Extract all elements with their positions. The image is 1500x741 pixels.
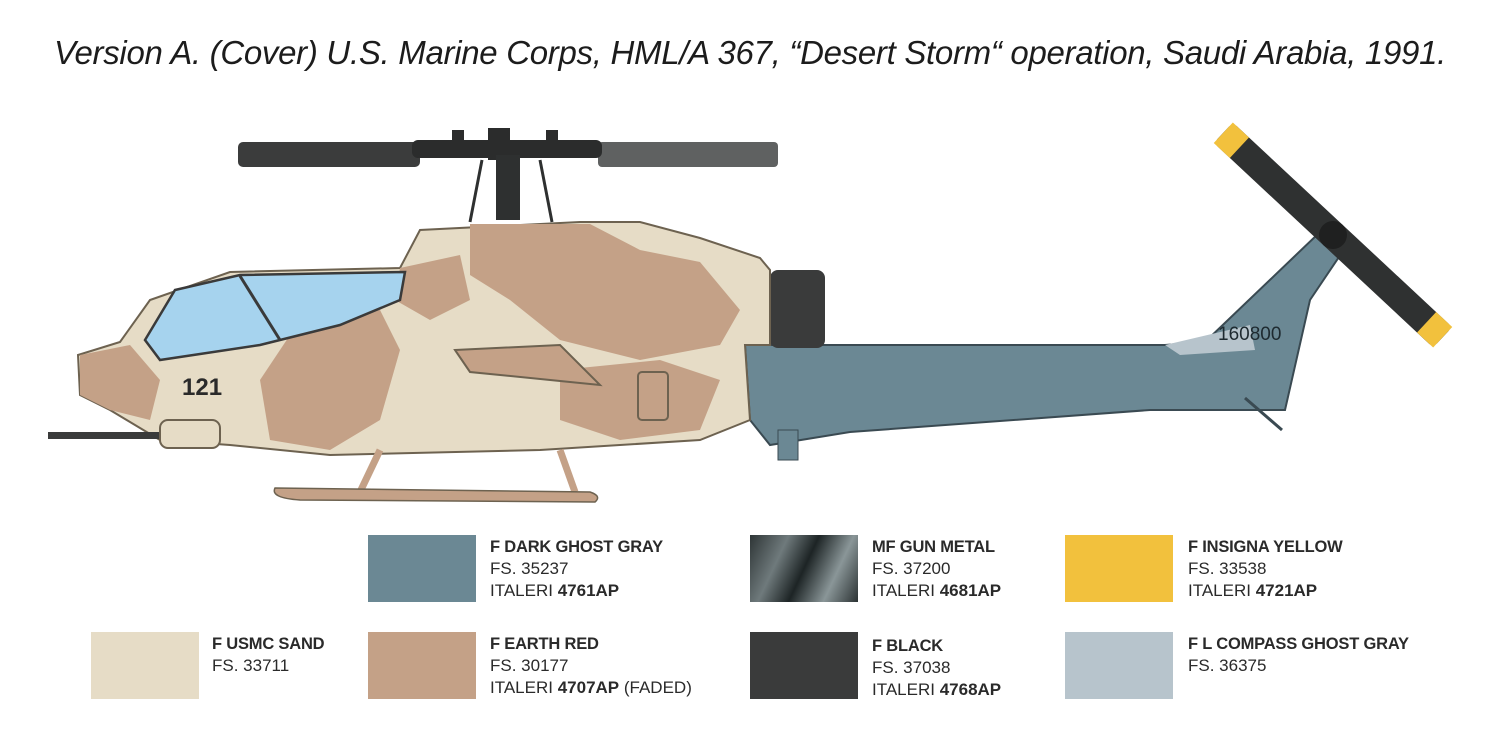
color-fs: FS. 35237 [490, 559, 569, 578]
tail-fin-panel [1165, 325, 1255, 355]
swatch-gun-metal [750, 535, 858, 602]
camo-blotch-5 [395, 255, 470, 320]
access-panel [637, 371, 669, 421]
main-rotor-blade-left [238, 142, 420, 167]
color-name: MF GUN METAL [872, 538, 995, 556]
gun-turret [159, 419, 221, 449]
swatch-insignia-yellow [1065, 535, 1173, 602]
color-entry-black: F BLACK FS. 37038 ITALERI 4768AP [872, 635, 1001, 701]
color-fs: FS. 37200 [872, 559, 951, 578]
color-name: F L COMPASS GHOST GRAY [1188, 635, 1409, 653]
rotor-hub-top [488, 128, 510, 160]
skid-strut-front [356, 448, 384, 494]
rotor-link-right [546, 130, 558, 144]
swatch-dark-ghost-gray [368, 535, 476, 602]
canopy [143, 270, 407, 362]
swatch-compass-ghost-gray [1065, 632, 1173, 699]
nose-number: 121 [182, 374, 222, 401]
camo-blotch-3 [560, 360, 720, 440]
swatch-black [750, 632, 858, 699]
color-fs: FS. 30177 [490, 656, 569, 675]
camo-blotch-1 [470, 224, 740, 360]
color-entry-insignia-yellow: F INSIGNA YELLOW FS. 33538 ITALERI 4721A… [1188, 536, 1343, 602]
landing-skid [273, 487, 599, 503]
color-italeri: ITALERI 4721AP [1188, 581, 1318, 600]
color-italeri: ITALERI 4707AP (FADED) [490, 678, 692, 697]
color-name: F INSIGNA YELLOW [1188, 538, 1343, 556]
color-name: F EARTH RED [490, 635, 599, 653]
tail-skid [1244, 396, 1283, 432]
page-title: Version A. (Cover) U.S. Marine Corps, HM… [54, 34, 1446, 71]
skid-strut-rear [556, 448, 579, 494]
color-name: F DARK GHOST GRAY [490, 538, 663, 556]
color-entry-usmc-sand: F USMC SAND FS. 33711 [212, 633, 325, 677]
tail-serial: 160800 [1218, 324, 1281, 345]
tail-rotor [1213, 122, 1453, 348]
nose-cannon [48, 432, 178, 439]
color-italeri: ITALERI 4768AP [872, 680, 1002, 699]
stub-wing [453, 343, 603, 387]
pitch-link-left [468, 159, 484, 223]
color-entry-compass-ghost-gray: F L COMPASS GHOST GRAY FS. 36375 [1188, 633, 1409, 677]
color-entry-earth-red: F EARTH RED FS. 30177 ITALERI 4707AP (FA… [490, 633, 692, 699]
camo-blotch-4 [80, 345, 160, 420]
rotor-link-left [452, 130, 464, 144]
color-fs: FS. 36375 [1188, 656, 1267, 675]
main-rotor-blade-right [598, 142, 778, 167]
swatch-earth-red [368, 632, 476, 699]
color-name: F USMC SAND [212, 635, 325, 653]
color-fs: FS. 33538 [1188, 559, 1267, 578]
color-italeri: ITALERI 4681AP [872, 581, 1002, 600]
pitch-link-right [538, 159, 554, 223]
swatch-usmc-sand [91, 632, 199, 699]
color-name: F BLACK [872, 637, 944, 655]
ventral-fin [777, 429, 799, 461]
color-entry-dark-ghost-gray: F DARK GHOST GRAY FS. 35237 ITALERI 4761… [490, 536, 663, 602]
color-entry-gun-metal: MF GUN METAL FS. 37200 ITALERI 4681AP [872, 536, 1001, 602]
color-fs: FS. 37038 [872, 658, 951, 677]
canopy-frame [238, 275, 282, 341]
rotor-mast [496, 155, 520, 220]
color-italeri: ITALERI 4761AP [490, 581, 620, 600]
camo-blotch-2 [260, 310, 400, 450]
color-fs: FS. 33711 [212, 656, 290, 675]
engine-exhaust [770, 270, 825, 348]
